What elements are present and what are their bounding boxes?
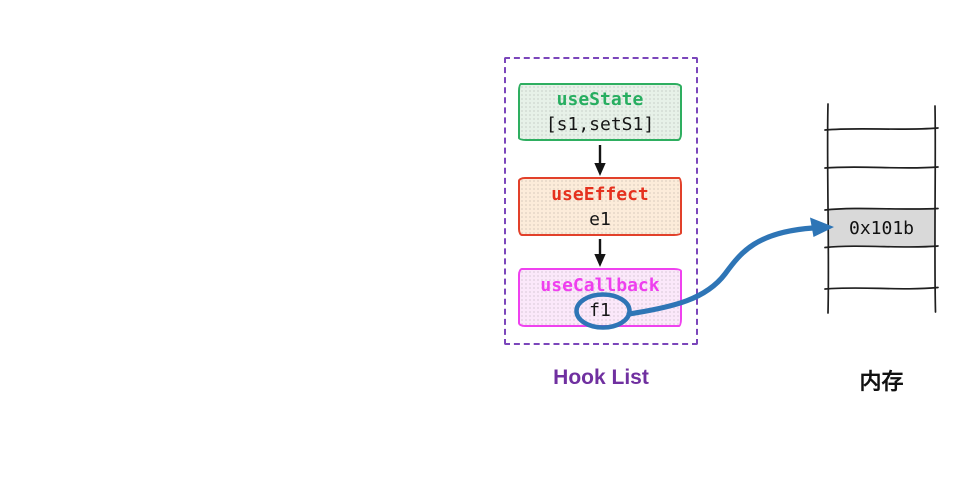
memory-ladder: [824, 103, 939, 314]
hook-box-usecallback: useCallback f1: [518, 268, 682, 327]
hook-box-useeffect: useEffect e1: [518, 177, 682, 236]
usestate-title: useState: [556, 89, 644, 110]
usecallback-value: f1: [589, 299, 611, 321]
usestate-value: [s1,setS1]: [545, 114, 655, 135]
hook-list-label: Hook List: [553, 366, 649, 389]
memory-cell-value: 0x101b: [848, 218, 915, 239]
memory-label: 内存: [859, 369, 904, 394]
useeffect-value: e1: [589, 208, 611, 230]
usecallback-title: useCallback: [540, 274, 660, 296]
useeffect-title: useEffect: [551, 183, 649, 205]
hook-list-container: [504, 57, 698, 345]
hook-box-usestate: useState [s1,setS1]: [518, 83, 682, 141]
